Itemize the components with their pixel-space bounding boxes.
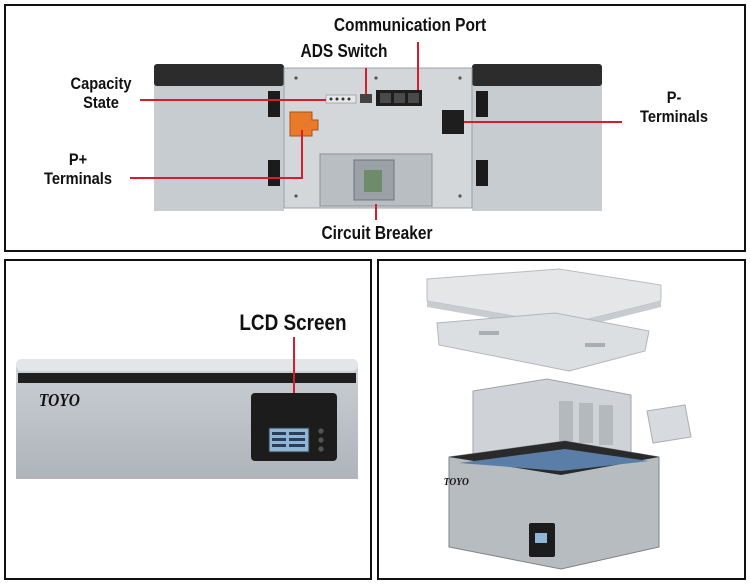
callout-p-plus-terminals: P+ Terminals xyxy=(44,150,112,188)
callout-capacity-state: Capacity State xyxy=(70,74,132,112)
brand-logo-exploded: TOYO xyxy=(443,476,469,488)
battery-front-view xyxy=(16,337,358,479)
callout-ads-switch: ADS Switch xyxy=(300,41,388,61)
top-panel: Communication Port ADS Switch Capacity S… xyxy=(4,4,746,252)
bottom-right-panel: TOYO xyxy=(377,259,746,580)
callout-circuit-breaker: Circuit Breaker xyxy=(321,223,433,243)
callout-lcd-screen: LCD Screen xyxy=(239,310,347,335)
brand-logo: TOYO xyxy=(38,390,80,410)
bottom-left-panel: LCD Screen TOYO xyxy=(4,259,372,580)
battery-back-view xyxy=(130,42,622,220)
battery-exploded-view xyxy=(426,268,692,570)
callout-communication-port: Communication Port xyxy=(333,15,487,35)
callout-p-minus-terminals: P- Terminals xyxy=(640,88,708,126)
